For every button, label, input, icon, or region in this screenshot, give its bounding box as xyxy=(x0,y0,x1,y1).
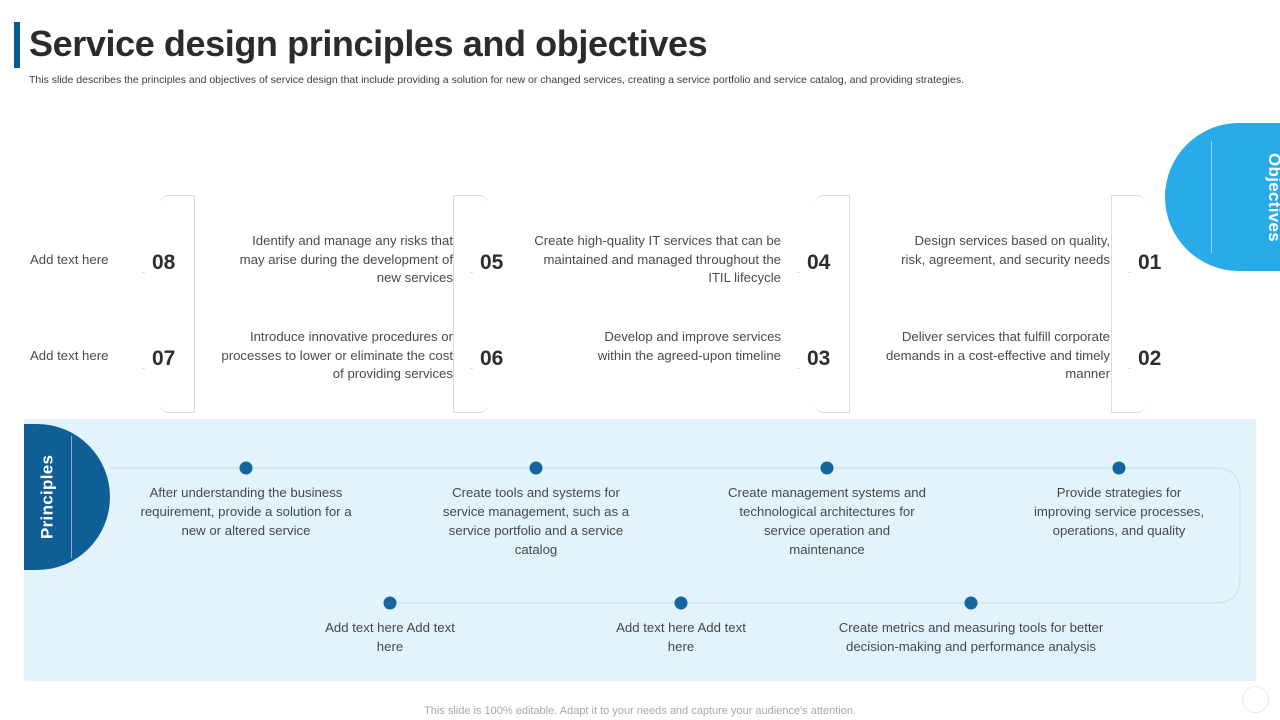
timeline-dot-top-3 xyxy=(820,461,834,475)
bracket-rail-04-03 xyxy=(815,195,850,413)
title-accent-bar xyxy=(14,22,20,68)
principle-text-top-2: Create tools and systems for service man… xyxy=(442,485,630,558)
objective-number-05: 05 xyxy=(473,249,511,276)
objective-text-05: Identify and manage any risks that may a… xyxy=(239,233,453,286)
objectives-badge-label: Objectives xyxy=(1265,152,1280,242)
objective-text-01: Design services based on quality, risk, … xyxy=(901,233,1110,267)
bracket-rail-05-06 xyxy=(453,195,488,413)
objective-number-07: 07 xyxy=(145,345,183,372)
corner-circle-decoration xyxy=(1242,686,1269,713)
footer-note: This slide is 100% editable. Adapt it to… xyxy=(424,705,856,717)
objective-text-06: Introduce innovative procedures or proce… xyxy=(221,329,453,382)
timeline-dot-bottom-3 xyxy=(964,596,978,610)
objective-number-04: 04 xyxy=(800,249,838,276)
timeline-dot-bottom-1 xyxy=(383,596,397,610)
objective-number-08: 08 xyxy=(145,249,183,276)
objective-text-04: Create high-quality IT services that can… xyxy=(534,233,781,286)
objective-text-03: Develop and improve services within the … xyxy=(597,329,781,363)
principle-text-bottom-1: Add text here Add text here xyxy=(325,620,455,655)
principles-badge-label: Principles xyxy=(37,454,57,540)
bracket-rail-01-02 xyxy=(1111,195,1146,413)
page-title: Service design principles and objectives xyxy=(29,23,708,64)
objective-number-01: 01 xyxy=(1131,249,1169,276)
principle-text-bottom-3: Create metrics and measuring tools for b… xyxy=(838,620,1104,655)
objective-text-02: Deliver services that fulfill corporate … xyxy=(885,329,1110,382)
timeline-dot-top-4 xyxy=(1112,461,1126,475)
page-subtitle: This slide describes the principles and … xyxy=(29,74,965,86)
timeline-dot-top-2 xyxy=(529,461,543,475)
objective-text-08: Add text here xyxy=(30,252,109,267)
objectives-badge-divider xyxy=(1211,141,1212,253)
timeline-dot-top-1 xyxy=(239,461,253,475)
timeline-dot-bottom-2 xyxy=(674,596,688,610)
objective-text-07: Add text here xyxy=(30,348,109,363)
principle-text-top-1: After understanding the business require… xyxy=(140,485,352,539)
bracket-rail-08-07 xyxy=(160,195,195,413)
objectives-badge: Objectives xyxy=(1165,123,1280,271)
objective-number-02: 02 xyxy=(1131,345,1169,372)
objective-number-03: 03 xyxy=(800,345,838,372)
principles-badge-divider xyxy=(71,436,72,558)
principle-text-top-3: Create management systems and technologi… xyxy=(728,485,926,558)
principle-text-top-4: Provide strategies for improving service… xyxy=(1033,485,1205,539)
objective-number-06: 06 xyxy=(473,345,511,372)
principle-text-bottom-2: Add text here Add text here xyxy=(616,620,746,655)
